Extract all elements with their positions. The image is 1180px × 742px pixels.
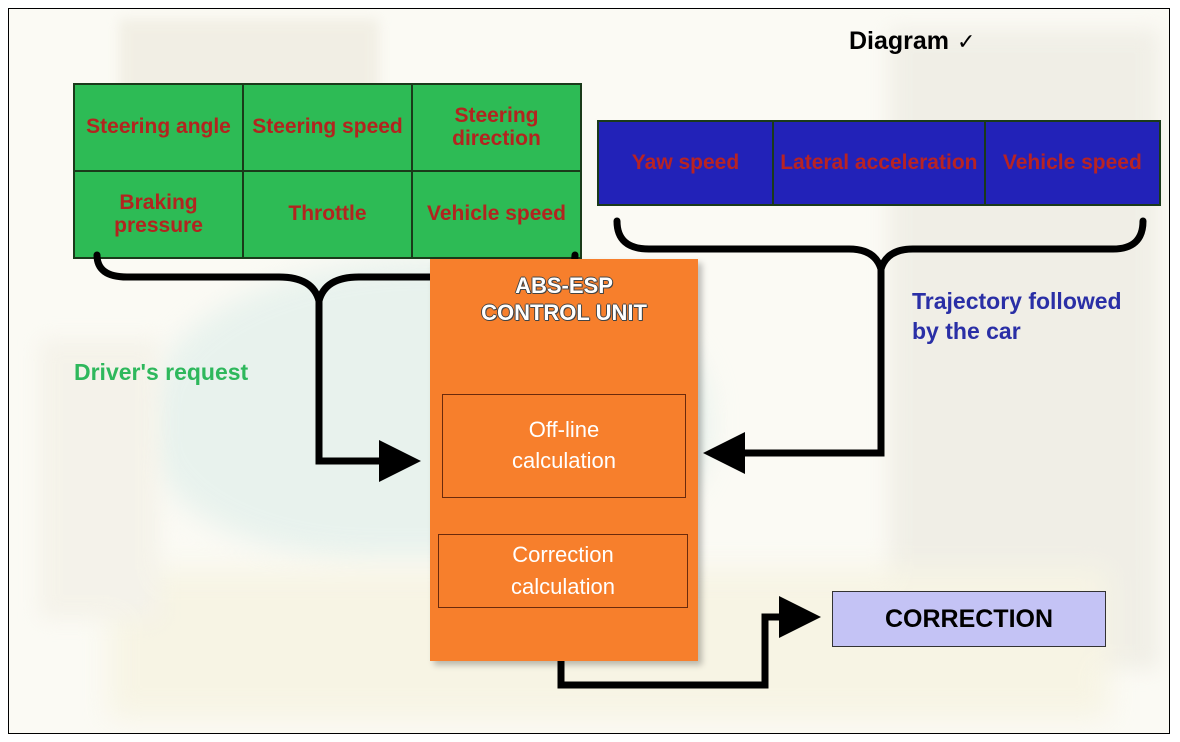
correction-output-box: CORRECTION	[832, 591, 1106, 647]
trajectory-label: Trajectory followed by the car	[912, 288, 1122, 344]
drivers-request-label: Driver's request	[74, 359, 249, 385]
correction-output-arrow	[557, 596, 821, 689]
driver-inputs-table: Steering angle Steering speed Steering d…	[72, 83, 583, 259]
offline-calculation-label: Off-line calculation	[512, 417, 616, 473]
input-throttle: Throttle	[242, 170, 413, 259]
input-braking-pressure: Braking pressure	[72, 170, 245, 259]
correction-output-label: CORRECTION	[884, 604, 1054, 633]
control-unit-box: ABS-ESP CONTROL UNIT Off-line calculatio…	[430, 259, 698, 661]
control-unit-title: ABS-ESP CONTROL UNIT	[430, 273, 698, 327]
control-unit-title-line2: CONTROL UNIT	[481, 299, 647, 325]
input-steering-angle: Steering angle	[72, 83, 245, 172]
correction-calculation-label: Correction calculation	[511, 542, 615, 599]
drivers-request-arrow	[315, 301, 421, 482]
measure-lateral-acceleration: Lateral acceleration	[772, 120, 986, 206]
diagram-title-text: Diagram	[849, 27, 950, 55]
input-steering-direction: Steering direction	[410, 83, 583, 172]
diagram-title: Diagram ✓	[849, 27, 975, 56]
input-vehicle-speed: Vehicle speed	[410, 170, 583, 259]
correction-calculation-box: Correction calculation	[438, 534, 688, 608]
vehicle-measurements-row: Yaw speed Lateral acceleration Vehicle s…	[597, 120, 1162, 206]
check-mark-icon: ✓	[957, 29, 976, 54]
driver-inputs-row: Braking pressure Throttle Vehicle speed	[72, 170, 583, 259]
vehicle-measurements-table: Yaw speed Lateral acceleration Vehicle s…	[597, 120, 1162, 206]
offline-calculation-box: Off-line calculation	[442, 394, 686, 498]
connector-lines	[93, 217, 1147, 689]
measure-yaw-speed: Yaw speed	[597, 120, 774, 206]
trajectory-arrow	[703, 269, 885, 474]
control-unit-title-line1: ABS-ESP	[515, 273, 613, 298]
diagram-frame: Diagram ✓ Steering angle Steering speed S…	[8, 8, 1170, 734]
measure-vehicle-speed: Vehicle speed	[983, 120, 1162, 206]
driver-inputs-row: Steering angle Steering speed Steering d…	[72, 83, 583, 172]
input-steering-speed: Steering speed	[242, 83, 413, 172]
